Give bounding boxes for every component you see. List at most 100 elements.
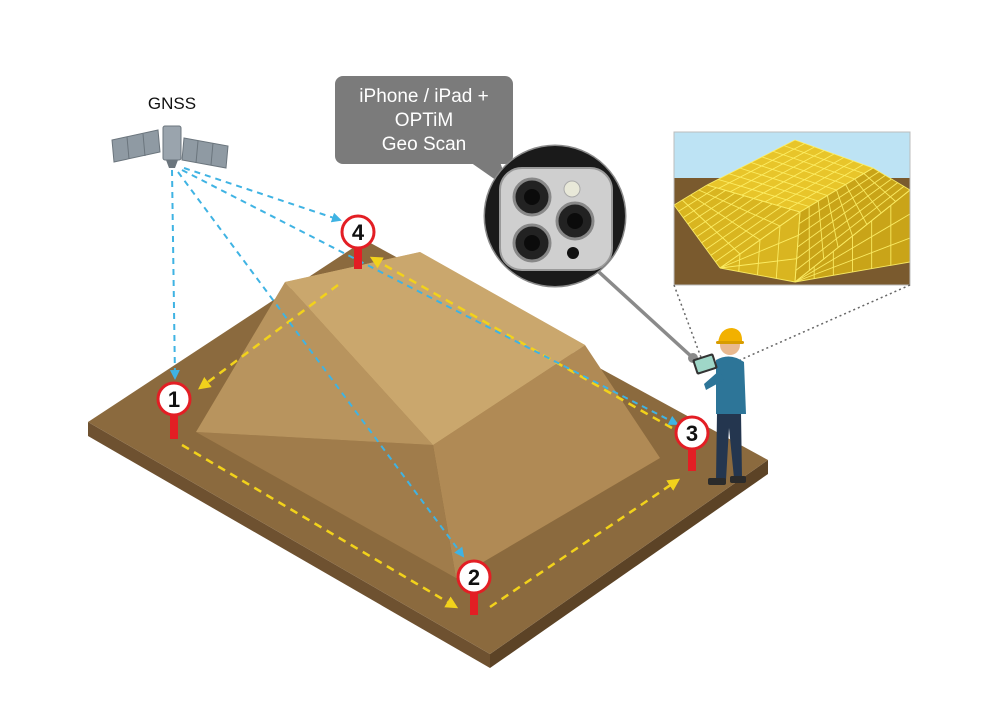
ray-to-marker-4 [183, 167, 342, 223]
marker-3: 3 [674, 415, 710, 471]
callout-line-3: Geo Scan [382, 134, 467, 155]
path-4-to-1 [197, 283, 339, 390]
mesh-grid-line [715, 208, 791, 263]
mound-top-face [285, 252, 585, 445]
mesh-grid-line [798, 171, 880, 225]
path-3-to-4 [369, 256, 673, 430]
satellite-icon [111, 125, 229, 169]
mesh-grid-line [719, 267, 796, 283]
mesh-grid-line [799, 167, 874, 213]
surveyor-arm [704, 370, 724, 390]
mesh-grid-line [794, 261, 910, 283]
marker-badge [156, 381, 192, 417]
inset-frame [673, 131, 911, 286]
satellite-antenna [166, 160, 178, 168]
mesh-grid-line [794, 237, 910, 283]
mesh-grid-line [757, 239, 761, 276]
mesh-grid-line [796, 182, 898, 260]
mesh-grid-line [719, 211, 801, 269]
mesh-grid-line [775, 225, 781, 279]
surveyor-legs [716, 412, 742, 480]
marker-pole [688, 447, 696, 471]
mesh-grid-line [687, 192, 736, 225]
marker-2: 2 [456, 559, 492, 615]
inset-leader-right [739, 284, 911, 361]
mesh-grid-line [738, 253, 741, 272]
mesh-grid-line [794, 213, 910, 283]
marker-4: 4 [340, 214, 376, 269]
marker-number: 3 [686, 421, 698, 446]
mesh-grid-line [682, 190, 726, 218]
mesh-right-face [795, 168, 910, 282]
marker-badge [674, 415, 710, 451]
mesh-grid-line [710, 206, 782, 256]
marker-number: 1 [168, 387, 180, 412]
mesh-grid-line [730, 146, 815, 193]
mesh-model-icon [673, 131, 911, 286]
ground-left-side [88, 422, 490, 668]
surveyor-icon [692, 328, 746, 485]
phone-camera-icon [483, 144, 627, 288]
callout-box [335, 76, 513, 164]
inset-leader-left [673, 284, 703, 361]
mesh-left-face [674, 185, 800, 282]
mesh-grid-line [674, 184, 708, 206]
mesh-grid-line [753, 153, 835, 199]
gnss-rays [169, 167, 679, 558]
surveyor-helmet [718, 328, 743, 343]
mesh-grid-line [705, 203, 773, 250]
device-callout: iPhone / iPad + OPTiM Geo Scan [335, 76, 513, 190]
path-2-to-3 [489, 478, 681, 609]
ground-right-side [490, 460, 768, 668]
mesh-grid-line [701, 200, 764, 244]
marker-pole [170, 412, 178, 439]
mesh-grid-line [741, 150, 825, 196]
mesh-grid-line [776, 160, 854, 206]
surveyor-torso [716, 356, 746, 414]
marker-number: 2 [468, 565, 480, 590]
callout-line-1: iPhone / iPad + [359, 86, 488, 107]
satellite-body [162, 125, 182, 161]
mesh-grid-line [706, 139, 796, 186]
mesh-grid-line [797, 178, 892, 248]
mound-front-face [196, 432, 456, 578]
ray-to-marker-3 [181, 169, 679, 425]
surveyor-shoe-right [730, 476, 746, 483]
mesh-grid-line [719, 234, 799, 269]
mesh-grid-line [788, 164, 864, 210]
mesh-grid-line [719, 258, 797, 269]
mesh-grid [674, 139, 910, 283]
zoom-connector-line [586, 260, 695, 360]
walk-path [181, 256, 681, 609]
mesh-grid-line [764, 157, 844, 203]
marker-pole [470, 590, 478, 615]
mesh-grid-line [678, 187, 717, 212]
mesh-grid-line [718, 143, 805, 189]
mesh-top [707, 140, 873, 212]
marker-pole [354, 245, 362, 269]
lidar-sensor [567, 247, 579, 259]
gnss-label: GNSS [148, 94, 196, 113]
ray-to-marker-2 [177, 171, 465, 558]
camera-flash [563, 180, 581, 198]
surveyor-shoe-left [708, 478, 726, 485]
tablet-icon [692, 353, 718, 375]
mesh-grid-line [794, 189, 910, 283]
solar-panel-right [181, 137, 229, 169]
solar-panel-left [111, 129, 161, 163]
earth-mound [196, 252, 660, 578]
marker-number: 4 [352, 220, 365, 245]
marker-badge [340, 214, 376, 250]
mound-right-face [433, 345, 660, 578]
mound-left-face [196, 282, 433, 445]
marker-badge [456, 559, 492, 595]
ray-to-marker-1 [169, 169, 180, 380]
mesh-grid-line [692, 195, 745, 231]
callout-line-2: OPTiM [395, 110, 453, 131]
mesh-grid-line [696, 198, 754, 237]
marker-1: 1 [156, 381, 192, 439]
path-1-to-2 [181, 443, 459, 609]
mesh-grid-line [798, 174, 886, 236]
mesh-grid-line [795, 185, 905, 271]
